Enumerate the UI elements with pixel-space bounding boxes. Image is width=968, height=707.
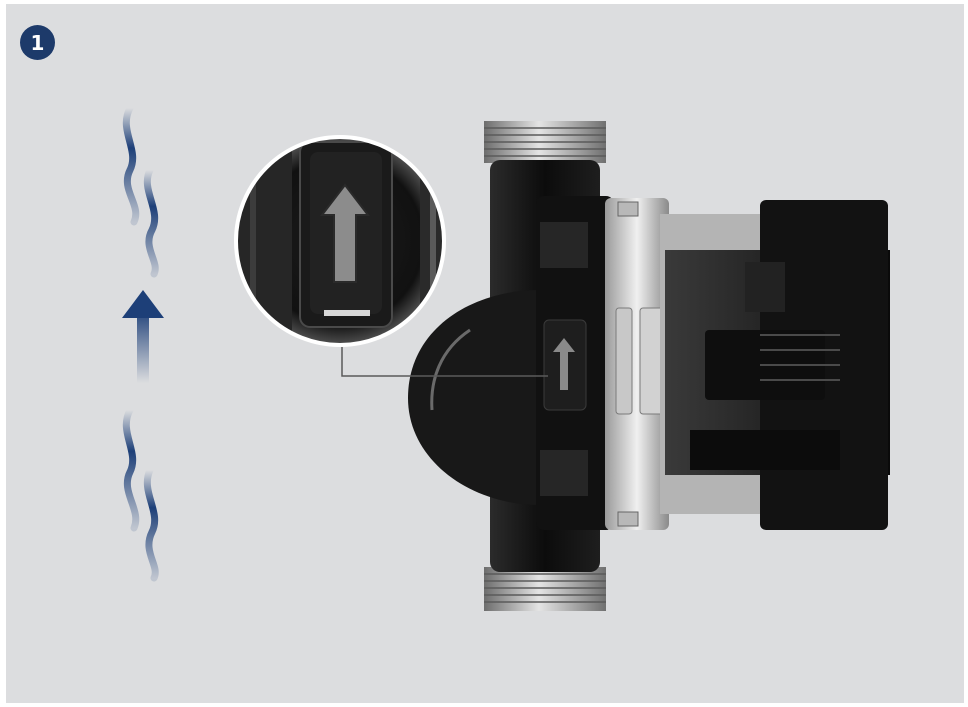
pump-housing — [408, 160, 614, 572]
pump-motor — [660, 200, 890, 530]
step-number-badge: 1 — [20, 25, 55, 60]
pump-bottom-thread — [484, 567, 606, 611]
magnifier-lens — [234, 135, 446, 347]
arrow-up-icon — [122, 290, 164, 383]
arrow-up-icon — [319, 183, 371, 283]
pump-top-thread — [484, 121, 606, 163]
pump-flange-ring — [605, 198, 669, 530]
water-wave-icon — [122, 104, 159, 278]
installation-diagram: 1 — [6, 4, 964, 703]
pump-illustration — [122, 104, 890, 611]
water-wave-icon — [122, 406, 159, 582]
